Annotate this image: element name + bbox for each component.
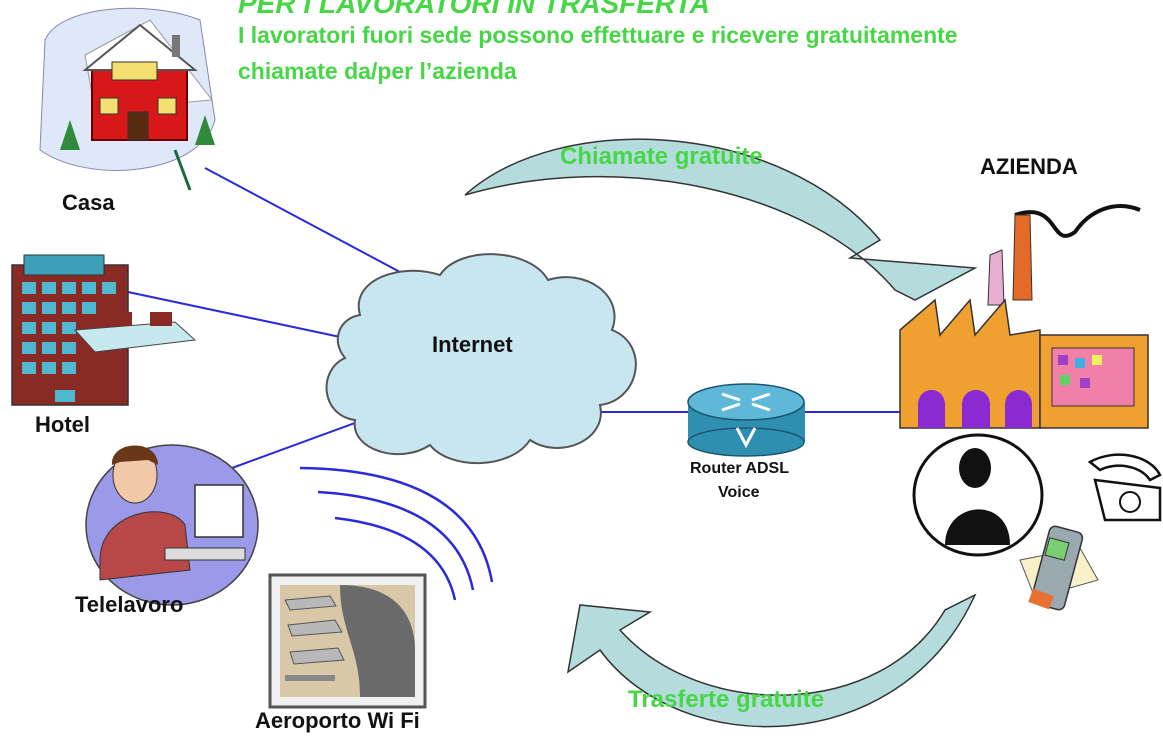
- label-casa: Casa: [62, 190, 115, 215]
- arrow-chiamate: [464, 138, 978, 301]
- label-hotel: Hotel: [35, 412, 90, 437]
- airport-icon: [268, 573, 427, 709]
- label-azienda: AZIENDA: [980, 154, 1078, 179]
- header-subtitle-line2: chiamate da/per l’azienda: [238, 58, 517, 84]
- label-aeroporto: Aeroporto Wi Fi: [255, 708, 420, 733]
- factory-icon: [899, 204, 1149, 429]
- label-router-line2: Voice: [718, 484, 760, 501]
- hotel-icon: [11, 254, 197, 406]
- mobile-phone-icon: [1019, 525, 1099, 611]
- telework-person-icon: [85, 444, 259, 606]
- house-icon: [39, 7, 216, 191]
- label-internet: Internet: [432, 332, 513, 357]
- link-casa-internet: [204, 167, 401, 273]
- header-title: PER I LAVORATORI IN TRASFERTA: [238, 0, 710, 19]
- label-router-line1: Router ADSL: [690, 460, 789, 477]
- wifi-waves-icon: [299, 466, 494, 601]
- label-trasferte-gratuite: Trasferte gratuite: [628, 686, 825, 713]
- link-hotel-internet: [127, 291, 346, 339]
- label-chiamate-gratuite: Chiamate gratuite: [560, 143, 763, 170]
- header-subtitle-line1: I lavoratori fuori sede possono effettua…: [238, 22, 958, 48]
- internet-cloud: [325, 253, 637, 465]
- arrow-trasferte: [566, 593, 977, 728]
- label-telelavoro: Telelavoro: [75, 592, 184, 617]
- router-icon: [687, 383, 805, 457]
- businessman-phone-icon: [912, 433, 1044, 557]
- telephone-icon: [1087, 453, 1162, 522]
